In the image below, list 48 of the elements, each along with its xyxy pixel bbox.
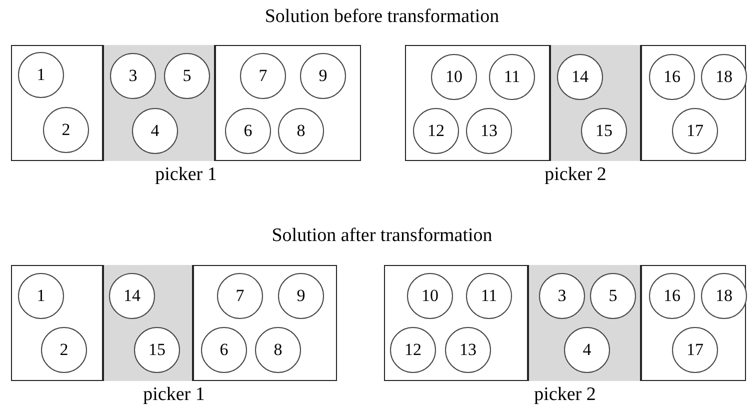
order-circle: 12: [413, 108, 459, 154]
order-circle: 1: [18, 52, 64, 98]
picker-label: picker 2: [534, 384, 596, 406]
order-circle: 6: [201, 327, 247, 373]
order-circle: 15: [581, 108, 627, 154]
order-circle: 17: [672, 108, 718, 154]
order-circle: 13: [466, 108, 512, 154]
shaded-zone: [528, 265, 641, 381]
order-circle: 11: [489, 54, 535, 100]
order-circle: 3: [110, 53, 156, 99]
order-circle: 18: [701, 54, 747, 100]
order-circle: 8: [255, 327, 301, 373]
order-circle: 14: [109, 273, 155, 319]
shaded-zone: [103, 265, 193, 381]
order-circle: 14: [557, 54, 603, 100]
order-circle: 11: [466, 273, 512, 319]
order-circle: 7: [240, 53, 286, 99]
order-circle: 4: [132, 108, 178, 154]
order-circle: 3: [539, 273, 585, 319]
zone-box: [641, 265, 746, 381]
section-heading: Solution after transformation: [272, 225, 492, 247]
order-circle: 17: [672, 327, 718, 373]
order-circle: 5: [590, 273, 636, 319]
order-circle: 8: [278, 108, 324, 154]
order-circle: 15: [134, 327, 180, 373]
order-circle: 16: [649, 273, 695, 319]
order-circle: 9: [300, 53, 346, 99]
section-heading: Solution before transformation: [264, 6, 500, 28]
order-circle: 4: [564, 327, 610, 373]
order-circle: 1: [18, 273, 64, 319]
picker-label: picker 2: [544, 164, 606, 186]
order-circle: 2: [43, 107, 89, 153]
order-circle: 9: [278, 273, 324, 319]
order-circle: 2: [41, 327, 87, 373]
shaded-zone: [550, 45, 641, 161]
zone-box: [641, 45, 746, 161]
order-circle: 16: [649, 54, 695, 100]
order-circle: 18: [701, 273, 747, 319]
order-circle: 6: [225, 108, 271, 154]
picker-label: picker 1: [155, 164, 217, 186]
order-circle: 13: [445, 327, 491, 373]
order-circle: 7: [217, 273, 263, 319]
shaded-zone: [103, 45, 215, 161]
order-circle: 5: [164, 53, 210, 99]
picker-label: picker 1: [143, 384, 205, 406]
order-circle: 10: [407, 273, 453, 319]
order-circle: 12: [390, 327, 436, 373]
order-circle: 10: [431, 54, 477, 100]
